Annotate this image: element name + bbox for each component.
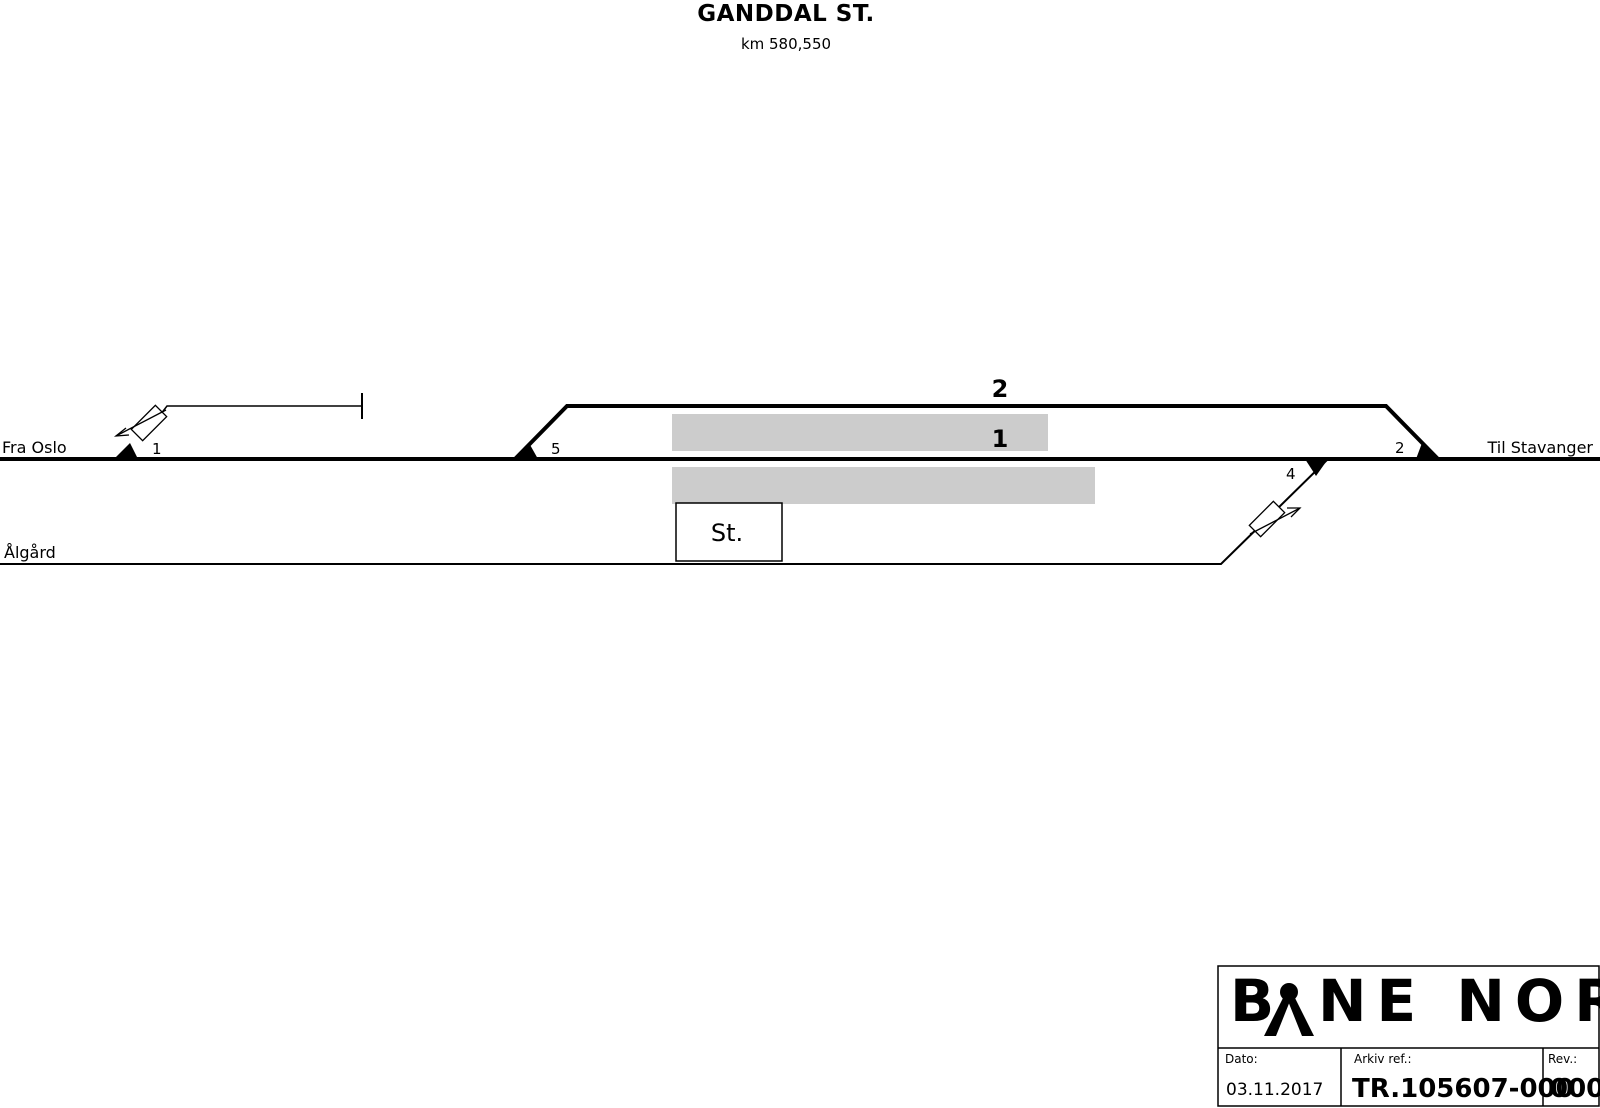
logo-tunnel-mark bbox=[1264, 983, 1314, 1036]
branch-track bbox=[0, 458, 1329, 565]
platform-lower bbox=[672, 467, 1095, 504]
switch-1-label: 1 bbox=[152, 440, 162, 458]
date-label: Dato: bbox=[1225, 1052, 1258, 1066]
switch-1-symbol bbox=[114, 443, 138, 459]
derailer-4 bbox=[1248, 500, 1302, 538]
rev-label: Rev.: bbox=[1548, 1052, 1577, 1066]
logo-text: NE NOR bbox=[1318, 967, 1600, 1035]
switch-2-label: 2 bbox=[1395, 439, 1405, 457]
track-2-loop bbox=[513, 404, 1440, 461]
switch-5-symbol bbox=[513, 443, 538, 459]
switch-5-label: 5 bbox=[551, 440, 561, 458]
direction-branch: Ålgård bbox=[4, 543, 56, 562]
km-position: km 580,550 bbox=[741, 35, 831, 53]
station-building-label: St. bbox=[711, 519, 743, 547]
dead-end-siding bbox=[149, 405, 362, 429]
station-title: GANDDAL ST. bbox=[697, 1, 875, 27]
archive-label: Arkiv ref.: bbox=[1354, 1052, 1412, 1066]
rev-value: 000 bbox=[1550, 1074, 1600, 1104]
switch-4-symbol bbox=[1305, 459, 1328, 476]
direction-left: Fra Oslo bbox=[2, 438, 67, 457]
date-value: 03.11.2017 bbox=[1226, 1080, 1323, 1100]
track-1-number: 1 bbox=[992, 425, 1009, 453]
track-2-number: 2 bbox=[992, 375, 1009, 403]
derailer-1 bbox=[113, 404, 168, 442]
direction-right: Til Stavanger bbox=[1487, 438, 1594, 457]
station-building bbox=[675, 502, 783, 562]
switch-2-symbol bbox=[1416, 443, 1440, 459]
logo-letter-b: B bbox=[1230, 967, 1284, 1035]
switch-4-label: 4 bbox=[1286, 465, 1296, 483]
platform-upper bbox=[672, 414, 1048, 451]
archive-value: TR.105607-000 bbox=[1352, 1074, 1574, 1104]
title-block: B NE NOR Dato: 03.11.2017 Arkiv ref.: TR… bbox=[1217, 965, 1600, 1107]
